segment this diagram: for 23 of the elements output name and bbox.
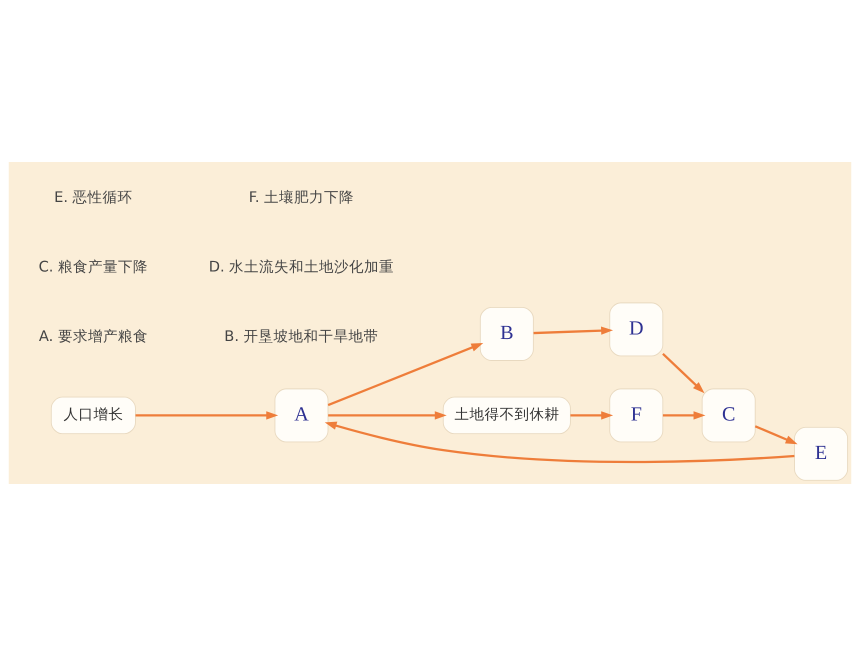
node-box: A (274, 388, 328, 442)
node-box: B (480, 306, 534, 360)
label: C. 粮食产量下降 (38, 258, 148, 276)
arrow (754, 424, 798, 444)
arrow (534, 326, 614, 334)
node-box: D (609, 302, 664, 356)
node-box: C (702, 388, 756, 442)
arrow (136, 410, 278, 420)
node-box: 土地得不到休耕 (442, 396, 571, 434)
arrow (662, 410, 706, 420)
label: D. 水土流失和土地沙化加重 (208, 258, 394, 276)
arrow (662, 352, 704, 393)
label: F. 土壤肥力下降 (248, 188, 354, 206)
arrow (324, 421, 794, 463)
node-box: F (609, 388, 664, 442)
arrow (570, 410, 614, 420)
label: A. 要求增产粮食 (38, 328, 148, 345)
label: E. 恶性循环 (54, 188, 133, 206)
node-box: 人口增长 (50, 396, 136, 434)
label: B. 开垦坡地和干旱地带 (224, 328, 379, 345)
arrow (328, 410, 447, 420)
node-box: E (794, 426, 848, 480)
arrow (328, 342, 484, 406)
